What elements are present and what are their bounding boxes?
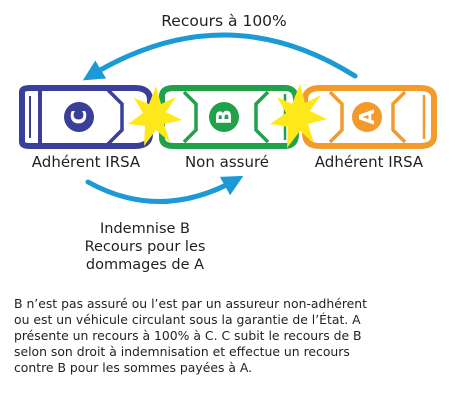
explanation-caption: B n’est pas assuré ou l’est par un assur… <box>14 296 444 376</box>
impact-star-left <box>128 86 182 146</box>
caption-line-3: présente un recours à 100% à C. C subit … <box>14 328 362 343</box>
recourse-arrow-top <box>82 32 358 81</box>
car-c-badge <box>64 102 94 132</box>
caption-line-2: ou est un véhicule circulant sous la gar… <box>14 312 361 327</box>
caption-line-5: contre B pour les sommes payées à A. <box>14 360 253 375</box>
car-b-letter: B <box>212 109 236 124</box>
caption-line-4: selon son droit à indemnisation et effec… <box>14 344 350 359</box>
car-b-badge <box>209 102 239 132</box>
impact-star-right <box>270 84 327 148</box>
car-a-badge <box>352 102 382 132</box>
car-c-label: Adhérent IRSA <box>32 153 141 171</box>
bottom-arrow-label-line-3: dommages de A <box>86 257 204 273</box>
car-a-label: Adhérent IRSA <box>315 153 424 171</box>
car-b: B <box>159 85 299 149</box>
caption-line-1: B n’est pas assuré ou l’est par un assur… <box>14 296 367 311</box>
recourse-arrow-bottom <box>85 175 244 204</box>
car-c: C <box>19 85 153 149</box>
bottom-arrow-label-line-2: Recours pour les <box>85 239 206 255</box>
car-a-letter: A <box>355 109 379 125</box>
car-a: A <box>302 85 437 149</box>
top-arrow-label: Recours à 100% <box>161 12 287 30</box>
bottom-arrow-label-line-1: Indemnise B <box>100 221 190 237</box>
collision-diagram: Recours à 100% C B A Adhérent IRSA Non a… <box>19 12 437 273</box>
car-c-letter: C <box>67 110 91 125</box>
car-b-label: Non assuré <box>185 153 269 171</box>
